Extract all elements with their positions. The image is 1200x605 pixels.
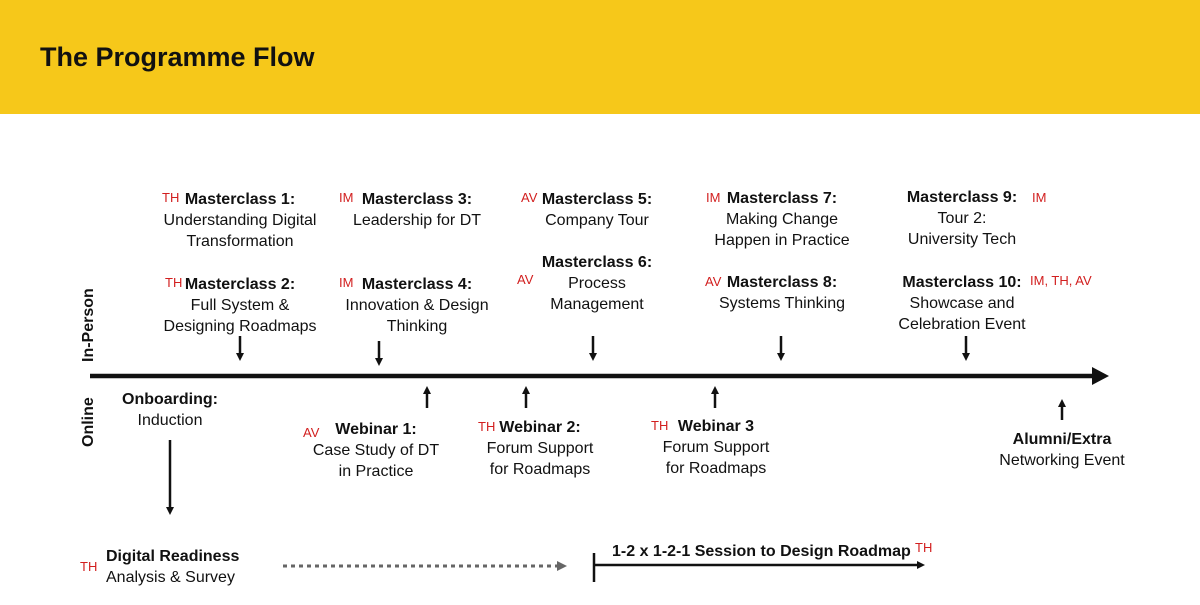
facilitator-tag: TH xyxy=(162,190,180,205)
item-title: Masterclass 3: xyxy=(361,191,473,208)
masterclass-2: Masterclass 2: Full System & Designing R… xyxy=(164,274,317,337)
item-line: for Roadmaps xyxy=(489,461,591,478)
facilitator-tag: IM xyxy=(706,190,721,205)
facilitator-tag: AV xyxy=(303,425,320,440)
item-line: Innovation & Design xyxy=(345,297,489,314)
masterclass-6: Masterclass 6: Process Management xyxy=(542,252,652,315)
item-line: Transformation xyxy=(186,233,294,250)
item-line: for Roadmaps xyxy=(665,460,767,477)
facilitator-tag: AV xyxy=(521,190,538,205)
item-title: Masterclass 5: xyxy=(541,191,653,208)
item-title: Masterclass 2: xyxy=(184,276,296,293)
item-line: Tour 2: xyxy=(937,210,987,227)
facilitator-tag: IM, TH, AV xyxy=(1030,273,1092,288)
item-title: Masterclass 4: xyxy=(361,276,473,293)
masterclass-9: Masterclass 9: Tour 2: University Tech xyxy=(907,187,1017,250)
facilitator-tag: AV xyxy=(705,274,722,289)
item-line: Case Study of DT xyxy=(312,442,440,459)
item-line: Systems Thinking xyxy=(719,295,845,312)
item-line: Company Tour xyxy=(545,212,649,229)
alumni-networking: Alumni/Extra Networking Event xyxy=(999,429,1124,471)
item-title: Masterclass 1: xyxy=(184,191,296,208)
page-title: The Programme Flow xyxy=(40,42,315,72)
facilitator-tag: TH xyxy=(165,275,183,290)
item-title: Webinar 1: xyxy=(335,421,417,438)
masterclass-10: Masterclass 10: Showcase and Celebration… xyxy=(898,272,1025,335)
header-banner: The Programme Flow xyxy=(0,0,1200,114)
item-line: Thinking xyxy=(386,318,448,335)
item-line: in Practice xyxy=(338,463,414,480)
item-line: Full System & xyxy=(190,297,290,314)
facilitator-tag: TH xyxy=(478,419,496,434)
timeline-arrowhead xyxy=(1092,367,1109,385)
facilitator-tag: IM xyxy=(1032,190,1047,205)
onboarding: Onboarding: Induction xyxy=(122,389,218,431)
webinar-2: Webinar 2: Forum Support for Roadmaps xyxy=(487,417,594,480)
item-line: Designing Roadmaps xyxy=(163,318,317,335)
masterclass-1: Masterclass 1: Understanding Digital Tra… xyxy=(164,189,317,252)
masterclass-7: Masterclass 7: Making Change Happen in P… xyxy=(714,188,849,251)
item-title: Masterclass 9: xyxy=(906,189,1018,206)
facilitator-tag: AV xyxy=(517,272,534,287)
item-line: Management xyxy=(550,296,644,313)
session-title: 1-2 x 1-2-1 Session to Design Roadmap xyxy=(612,543,911,560)
item-title: Webinar 3 xyxy=(677,418,755,435)
item-line: Leadership for DT xyxy=(352,212,482,229)
item-title: Masterclass 7: xyxy=(726,190,838,207)
item-line: Forum Support xyxy=(662,439,770,456)
item-line: Happen in Practice xyxy=(714,232,850,249)
item-line: Analysis & Survey xyxy=(106,569,235,586)
item-title: Digital Readiness xyxy=(106,548,240,565)
facilitator-tag: TH xyxy=(915,540,933,555)
item-line: Forum Support xyxy=(486,440,594,457)
item-title: Masterclass 6: xyxy=(541,254,653,271)
item-line: University Tech xyxy=(907,231,1017,248)
item-line: Understanding Digital xyxy=(163,212,317,229)
facilitator-tag: IM xyxy=(339,275,354,290)
roadmap-session: 1-2 x 1-2-1 Session to Design Roadmap xyxy=(612,541,911,562)
masterclass-5: Masterclass 5: Company Tour xyxy=(542,189,652,231)
item-line: Celebration Event xyxy=(898,316,1026,333)
webinar-3: Webinar 3 Forum Support for Roadmaps xyxy=(663,416,770,479)
item-title: Masterclass 8: xyxy=(726,274,838,291)
item-line: Networking Event xyxy=(999,452,1125,469)
item-line: Induction xyxy=(137,412,203,429)
facilitator-tag: TH xyxy=(80,559,98,574)
item-title: Webinar 2: xyxy=(499,419,581,436)
item-line: Making Change xyxy=(725,211,839,228)
item-title: Alumni/Extra xyxy=(1012,431,1112,448)
masterclass-8: Masterclass 8: Systems Thinking xyxy=(719,272,845,314)
masterclass-3: Masterclass 3: Leadership for DT xyxy=(353,189,481,231)
item-title: Masterclass 10: xyxy=(902,274,1022,291)
item-line: Showcase and xyxy=(909,295,1015,312)
webinar-1: Webinar 1: Case Study of DT in Practice xyxy=(313,419,439,482)
item-line: Process xyxy=(568,275,626,292)
facilitator-tag: IM xyxy=(339,190,354,205)
item-title: Onboarding: xyxy=(122,391,218,408)
facilitator-tag: TH xyxy=(651,418,669,433)
masterclass-4: Masterclass 4: Innovation & Design Think… xyxy=(345,274,488,337)
digital-readiness: Digital Readiness Analysis & Survey xyxy=(106,546,239,588)
